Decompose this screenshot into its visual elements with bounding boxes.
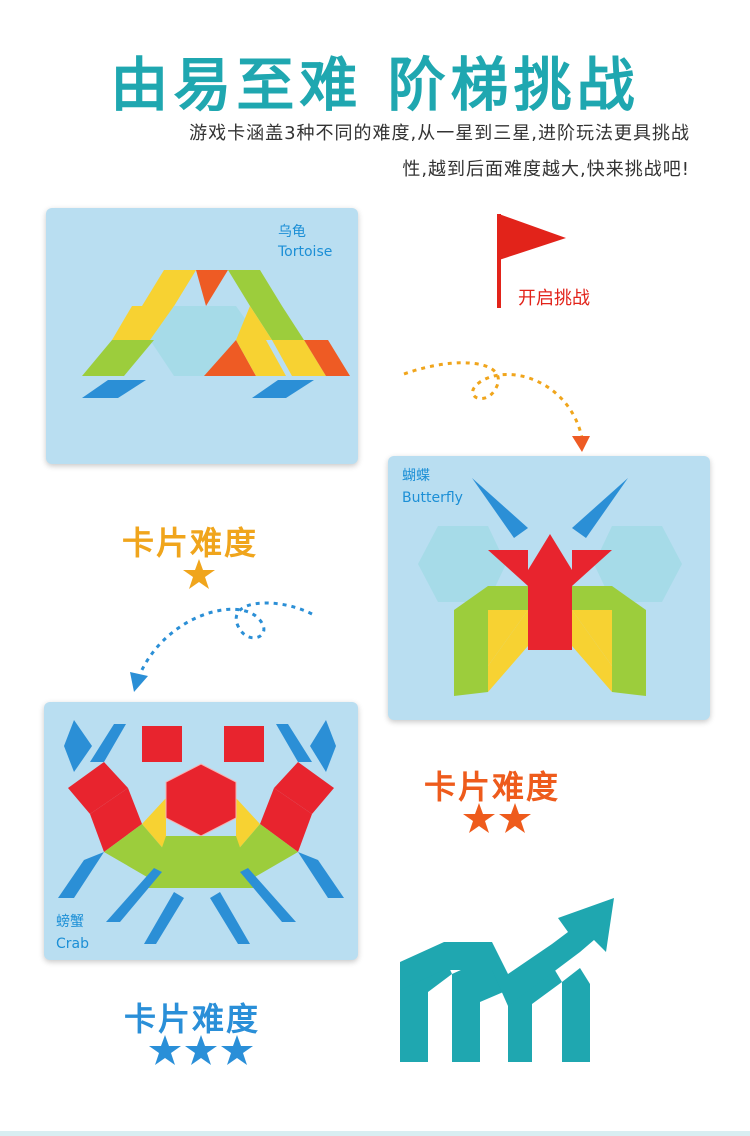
difficulty-label-1: 卡片难度 xyxy=(122,524,259,562)
description: 游戏卡涵盖3种不同的难度,从一星到三星,进阶玩法更具挑战 性,越到后面难度越大,… xyxy=(90,116,690,188)
crab-name-cn: 螃蟹 xyxy=(56,914,84,930)
page-title: 由易至难 阶梯挑战 xyxy=(110,51,640,119)
dotted-arrow-icon xyxy=(403,361,590,452)
star-icon xyxy=(183,559,215,589)
tortoise-pattern xyxy=(82,270,350,398)
difficulty-label-2: 卡片难度 xyxy=(424,768,561,806)
tortoise-card: 乌龟 Tortoise xyxy=(46,208,358,464)
crab-name-en: Crab xyxy=(56,936,89,952)
butterfly-card: 蝴蝶 Butterfly xyxy=(388,456,710,720)
difficulty-label-3: 卡片难度 xyxy=(124,1000,261,1038)
dotted-arrow-icon xyxy=(130,601,313,692)
tortoise-name-en: Tortoise xyxy=(278,244,333,260)
butterfly-name-en: Butterfly xyxy=(402,490,463,506)
butterfly-pattern xyxy=(418,478,682,696)
start-challenge-label: 开启挑战 xyxy=(518,288,590,309)
butterfly-name-cn: 蝴蝶 xyxy=(402,468,430,484)
growth-chart-icon xyxy=(400,898,614,1062)
difficulty-badge-3: 卡片难度 xyxy=(114,986,284,1072)
crab-card: 螃蟹 Crab xyxy=(44,702,358,960)
flag-icon xyxy=(494,212,570,308)
footer-strip xyxy=(0,1131,750,1136)
star-icon xyxy=(463,803,531,833)
description-line-1: 游戏卡涵盖3种不同的难度,从一星到三星,进阶玩法更具挑战 xyxy=(189,123,690,144)
tortoise-name-cn: 乌龟 xyxy=(278,224,306,240)
difficulty-badge-2: 卡片难度 xyxy=(414,756,584,838)
description-line-2: 性,越到后面难度越大,快来挑战吧! xyxy=(402,159,690,180)
difficulty-badge-1: 卡片难度 xyxy=(112,512,282,594)
star-icon xyxy=(149,1035,253,1065)
crab-pattern xyxy=(58,720,344,944)
